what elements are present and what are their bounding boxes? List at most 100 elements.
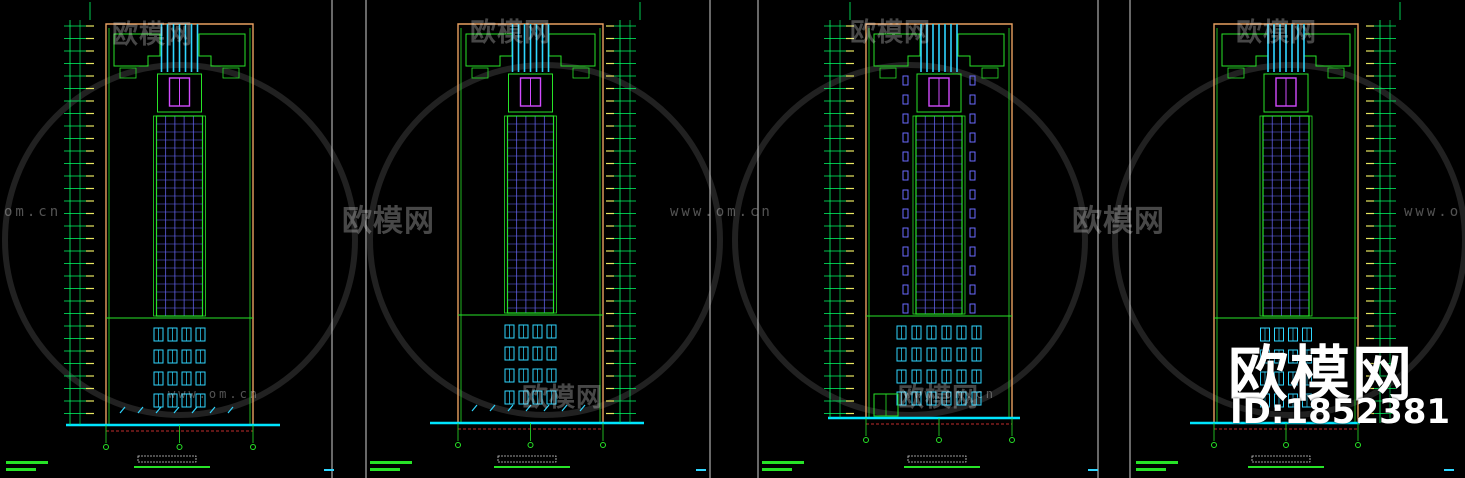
watermark-ring-4 bbox=[1112, 62, 1465, 418]
roof-block-left bbox=[873, 33, 921, 67]
note-line-2 bbox=[370, 468, 400, 471]
roof-sub-block-left bbox=[879, 67, 897, 79]
note-line-1 bbox=[6, 461, 48, 464]
ground-ornament bbox=[471, 404, 478, 412]
elevation-sheet-3 bbox=[762, 2, 1098, 471]
roof-sub-block-left bbox=[471, 67, 489, 79]
side-window bbox=[902, 284, 909, 295]
note-line-2 bbox=[1136, 468, 1166, 471]
core-box bbox=[1263, 73, 1309, 113]
drawing-title-text bbox=[137, 455, 197, 463]
side-window bbox=[902, 132, 909, 143]
watermark-brand-8: 欧模网 bbox=[898, 383, 980, 413]
watermark-url-2: www.om.cn bbox=[670, 204, 773, 220]
roof-block-right bbox=[957, 33, 1005, 67]
watermark-brand-1: 欧模网 bbox=[112, 20, 194, 50]
ground-ornament bbox=[561, 404, 568, 412]
axis-bubble bbox=[1283, 442, 1289, 448]
drawing-title-text bbox=[1251, 455, 1311, 463]
ground-ornament bbox=[209, 406, 216, 414]
watermark-url-5: www.om.cn bbox=[904, 387, 997, 401]
side-window bbox=[902, 189, 909, 200]
side-window bbox=[969, 75, 976, 86]
watermark-circles bbox=[2, 62, 1465, 418]
roof-sub-block-left bbox=[119, 67, 137, 79]
side-window bbox=[902, 151, 909, 162]
axis-bubble bbox=[1009, 437, 1015, 443]
elevation-sheet-2 bbox=[370, 2, 706, 471]
axis-bubble bbox=[936, 437, 942, 443]
side-window bbox=[969, 189, 976, 200]
ground-ornament bbox=[579, 404, 586, 412]
side-window bbox=[902, 265, 909, 276]
watermark-ring-2 bbox=[367, 62, 723, 418]
core-box bbox=[916, 73, 962, 113]
axis-bubble bbox=[103, 444, 109, 450]
curtain-frame bbox=[912, 115, 966, 315]
side-window bbox=[969, 284, 976, 295]
ground-ornament bbox=[543, 404, 550, 412]
axis-bubble bbox=[863, 437, 869, 443]
side-window bbox=[902, 94, 909, 105]
side-window bbox=[969, 113, 976, 124]
axis-bubble bbox=[455, 442, 461, 448]
note-line-2 bbox=[762, 468, 792, 471]
watermark-brand-4: 欧模网 bbox=[1236, 18, 1318, 48]
axis-bubble bbox=[1355, 442, 1361, 448]
roof-sub-block-right bbox=[222, 67, 240, 79]
side-window bbox=[902, 227, 909, 238]
note-line-2 bbox=[6, 468, 36, 471]
axis-bubble bbox=[600, 442, 606, 448]
ground-ornament bbox=[173, 406, 180, 414]
badge-id: ID:1852381 bbox=[1230, 392, 1451, 432]
note-line-1 bbox=[1136, 461, 1178, 464]
side-window bbox=[969, 94, 976, 105]
watermark-url-1: om.cn bbox=[4, 204, 62, 220]
ground-ornament bbox=[227, 406, 234, 414]
badge-brand: 欧模网 bbox=[1228, 340, 1414, 410]
roof-block-right bbox=[198, 33, 246, 67]
side-window bbox=[902, 246, 909, 257]
elevation-sheet-4 bbox=[1136, 2, 1454, 471]
watermark-brand-5: 欧模网 bbox=[342, 204, 435, 239]
roof-block-right bbox=[548, 33, 596, 67]
side-window bbox=[969, 303, 976, 314]
roof-sub-block-left bbox=[1227, 67, 1245, 79]
axis-bubble bbox=[250, 444, 256, 450]
axis-bubble bbox=[176, 444, 183, 450]
curtain-wall bbox=[1262, 115, 1310, 317]
side-window bbox=[902, 303, 909, 314]
side-window bbox=[902, 170, 909, 181]
elevation-sheet-1 bbox=[6, 2, 334, 471]
ground-ornament bbox=[119, 406, 126, 414]
watermark-ring-1 bbox=[2, 62, 358, 418]
ground-ornament bbox=[525, 404, 532, 412]
drawing-title-text bbox=[497, 455, 557, 463]
axis-bubble bbox=[1211, 442, 1217, 448]
watermark-brand-3: 欧模网 bbox=[850, 18, 932, 48]
watermark-ring-3 bbox=[732, 62, 1088, 418]
watermark-url-3: www.o bbox=[1404, 204, 1462, 220]
watermark-brand-6: 欧模网 bbox=[1072, 204, 1165, 239]
side-window bbox=[969, 170, 976, 181]
curtain-frame bbox=[504, 115, 557, 314]
core-box bbox=[508, 73, 553, 113]
roof-sub-block-right bbox=[981, 67, 999, 79]
side-window bbox=[969, 227, 976, 238]
watermark-brand-2: 欧模网 bbox=[470, 18, 552, 48]
side-window bbox=[969, 265, 976, 276]
ground-ornament bbox=[137, 406, 144, 414]
curtain-wall bbox=[155, 115, 204, 317]
watermark-url-4: www.om.cn bbox=[168, 387, 261, 401]
side-window bbox=[969, 208, 976, 219]
axis-bubble bbox=[527, 442, 534, 448]
side-window bbox=[902, 75, 909, 86]
side-window bbox=[902, 208, 909, 219]
roof-block-left bbox=[113, 33, 161, 67]
side-window bbox=[902, 113, 909, 124]
side-window bbox=[969, 132, 976, 143]
ground-ornament bbox=[155, 406, 162, 414]
roof-sub-block-right bbox=[572, 67, 590, 79]
